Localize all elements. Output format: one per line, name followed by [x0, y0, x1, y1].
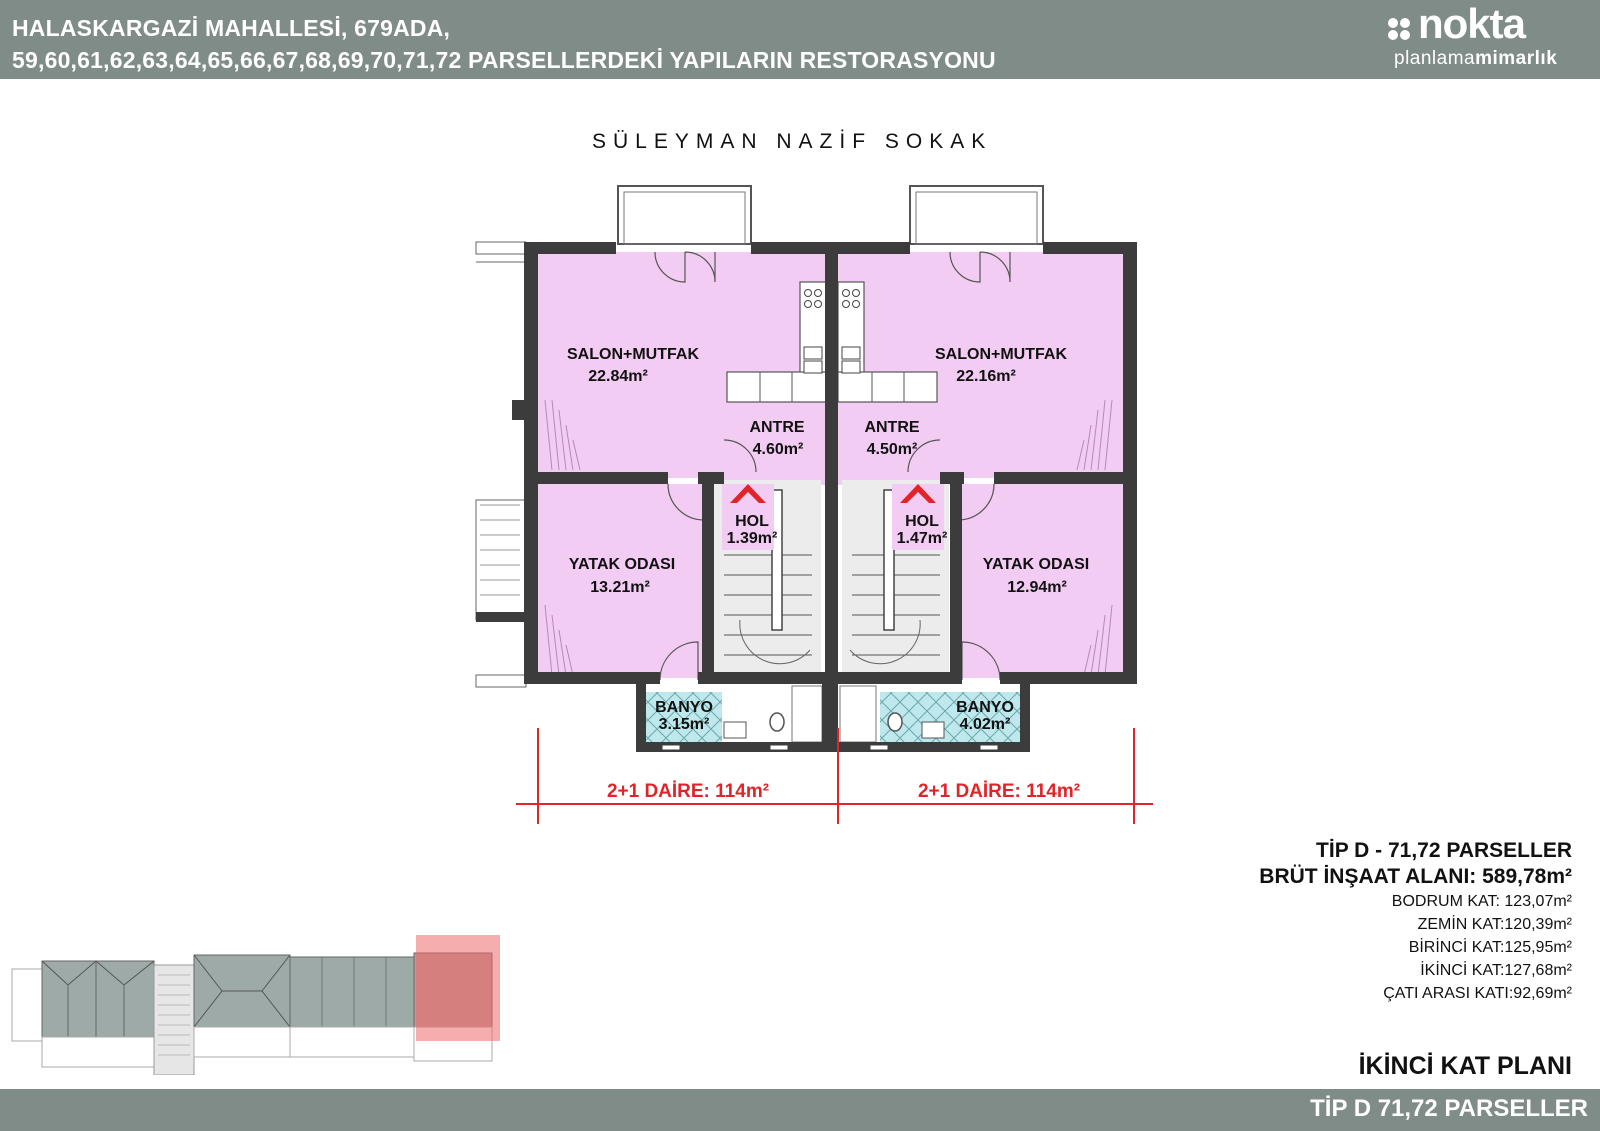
- floor-area-row: BODRUM KAT: 123,07m²: [1391, 893, 1572, 910]
- area-right-salon: 22.16m²: [956, 368, 1016, 385]
- area-left-yatak: 13.21m²: [590, 579, 650, 596]
- highlighted-parcel: [416, 935, 500, 1041]
- label-left-banyo: BANYO: [655, 699, 713, 716]
- room-right-hol: [892, 484, 944, 550]
- up-arrow-icon-right: [900, 484, 936, 503]
- area-right-antre: 4.50m²: [867, 441, 918, 458]
- logo-word: nokta: [1418, 0, 1526, 47]
- footer-title: TİP D 71,72 PARSELLER: [1310, 1095, 1588, 1122]
- label-left-hol: HOL: [735, 513, 769, 530]
- title-bar: HALASKARGAZİ MAHALLESİ, 679ADA, 59,60,61…: [0, 0, 1600, 79]
- unit-right-area: 2+1 DAİRE: 114m²: [918, 781, 1080, 802]
- walls: [524, 242, 1137, 752]
- footer-bar: TİP D 71,72 PARSELLER: [0, 1089, 1600, 1131]
- project-title-line2: 59,60,61,62,63,64,65,66,67,68,69,70,71,7…: [12, 47, 996, 73]
- label-left-salon: SALON+MUTFAK: [567, 346, 699, 363]
- logo-sub-b: mimarlık: [1475, 48, 1558, 69]
- room-left-hol: [722, 484, 774, 550]
- room-left-banyo: [646, 692, 722, 742]
- label-left-yatak: YATAK ODASI: [569, 556, 675, 573]
- label-left-antre: ANTRE: [749, 419, 804, 436]
- logo-dots-icon: [1388, 18, 1422, 52]
- room-right-banyo: [880, 692, 1020, 742]
- logo-sub-a: planlama: [1394, 48, 1476, 69]
- street-name: SÜLEYMAN NAZİF SOKAK: [592, 130, 993, 153]
- area-summary: TİP D - 71,72 PARSELLER BRÜT İNŞAAT ALAN…: [1259, 838, 1572, 1005]
- area-right-banyo: 4.02m²: [960, 716, 1011, 733]
- project-title-line1: HALASKARGAZİ MAHALLESİ, 679ADA,: [12, 15, 451, 41]
- unit-left-area: 2+1 DAİRE: 114m²: [607, 781, 769, 802]
- room-right-antre: [838, 390, 955, 485]
- nokta-logo: nokta planlamamimarlık: [1388, 0, 1578, 72]
- floor-area-row: ÇATI ARASI KATI:92,69m²: [1383, 985, 1572, 1002]
- type-title: TİP D - 71,72 PARSELLER: [1316, 839, 1572, 862]
- site-key-plan: [11, 935, 500, 1075]
- room-right-yatak: [955, 484, 1123, 678]
- area-left-hol: 1.39m²: [727, 530, 778, 547]
- floor-area-row: ZEMİN KAT:120,39m²: [1417, 916, 1572, 933]
- room-left-antre: [708, 390, 825, 485]
- label-right-antre: ANTRE: [864, 419, 919, 436]
- floor-area-row: İKİNCİ KAT:127,68m²: [1420, 962, 1572, 979]
- up-arrow-icon-left: [730, 484, 766, 503]
- area-left-salon: 22.84m²: [588, 368, 648, 385]
- label-right-hol: HOL: [905, 513, 939, 530]
- label-right-banyo: BANYO: [956, 699, 1014, 716]
- floor-area-row: BİRİNCİ KAT:125,95m²: [1408, 939, 1572, 956]
- label-right-salon: SALON+MUTFAK: [935, 346, 1067, 363]
- area-right-hol: 1.47m²: [897, 530, 948, 547]
- area-left-antre: 4.60m²: [753, 441, 804, 458]
- area-right-yatak: 12.94m²: [1007, 579, 1067, 596]
- label-right-yatak: YATAK ODASI: [983, 556, 1089, 573]
- area-left-banyo: 3.15m²: [659, 716, 710, 733]
- logo-subtitle: planlamamimarlık: [1394, 48, 1557, 70]
- unit-dimensions: [516, 728, 1153, 824]
- balcony-left: [617, 185, 752, 245]
- gross-area: BRÜT İNŞAAT ALANI: 589,78m²: [1259, 865, 1572, 888]
- floor-plan-title: İKİNCİ KAT PLANI: [1358, 1052, 1572, 1080]
- balcony-right: [909, 185, 1044, 245]
